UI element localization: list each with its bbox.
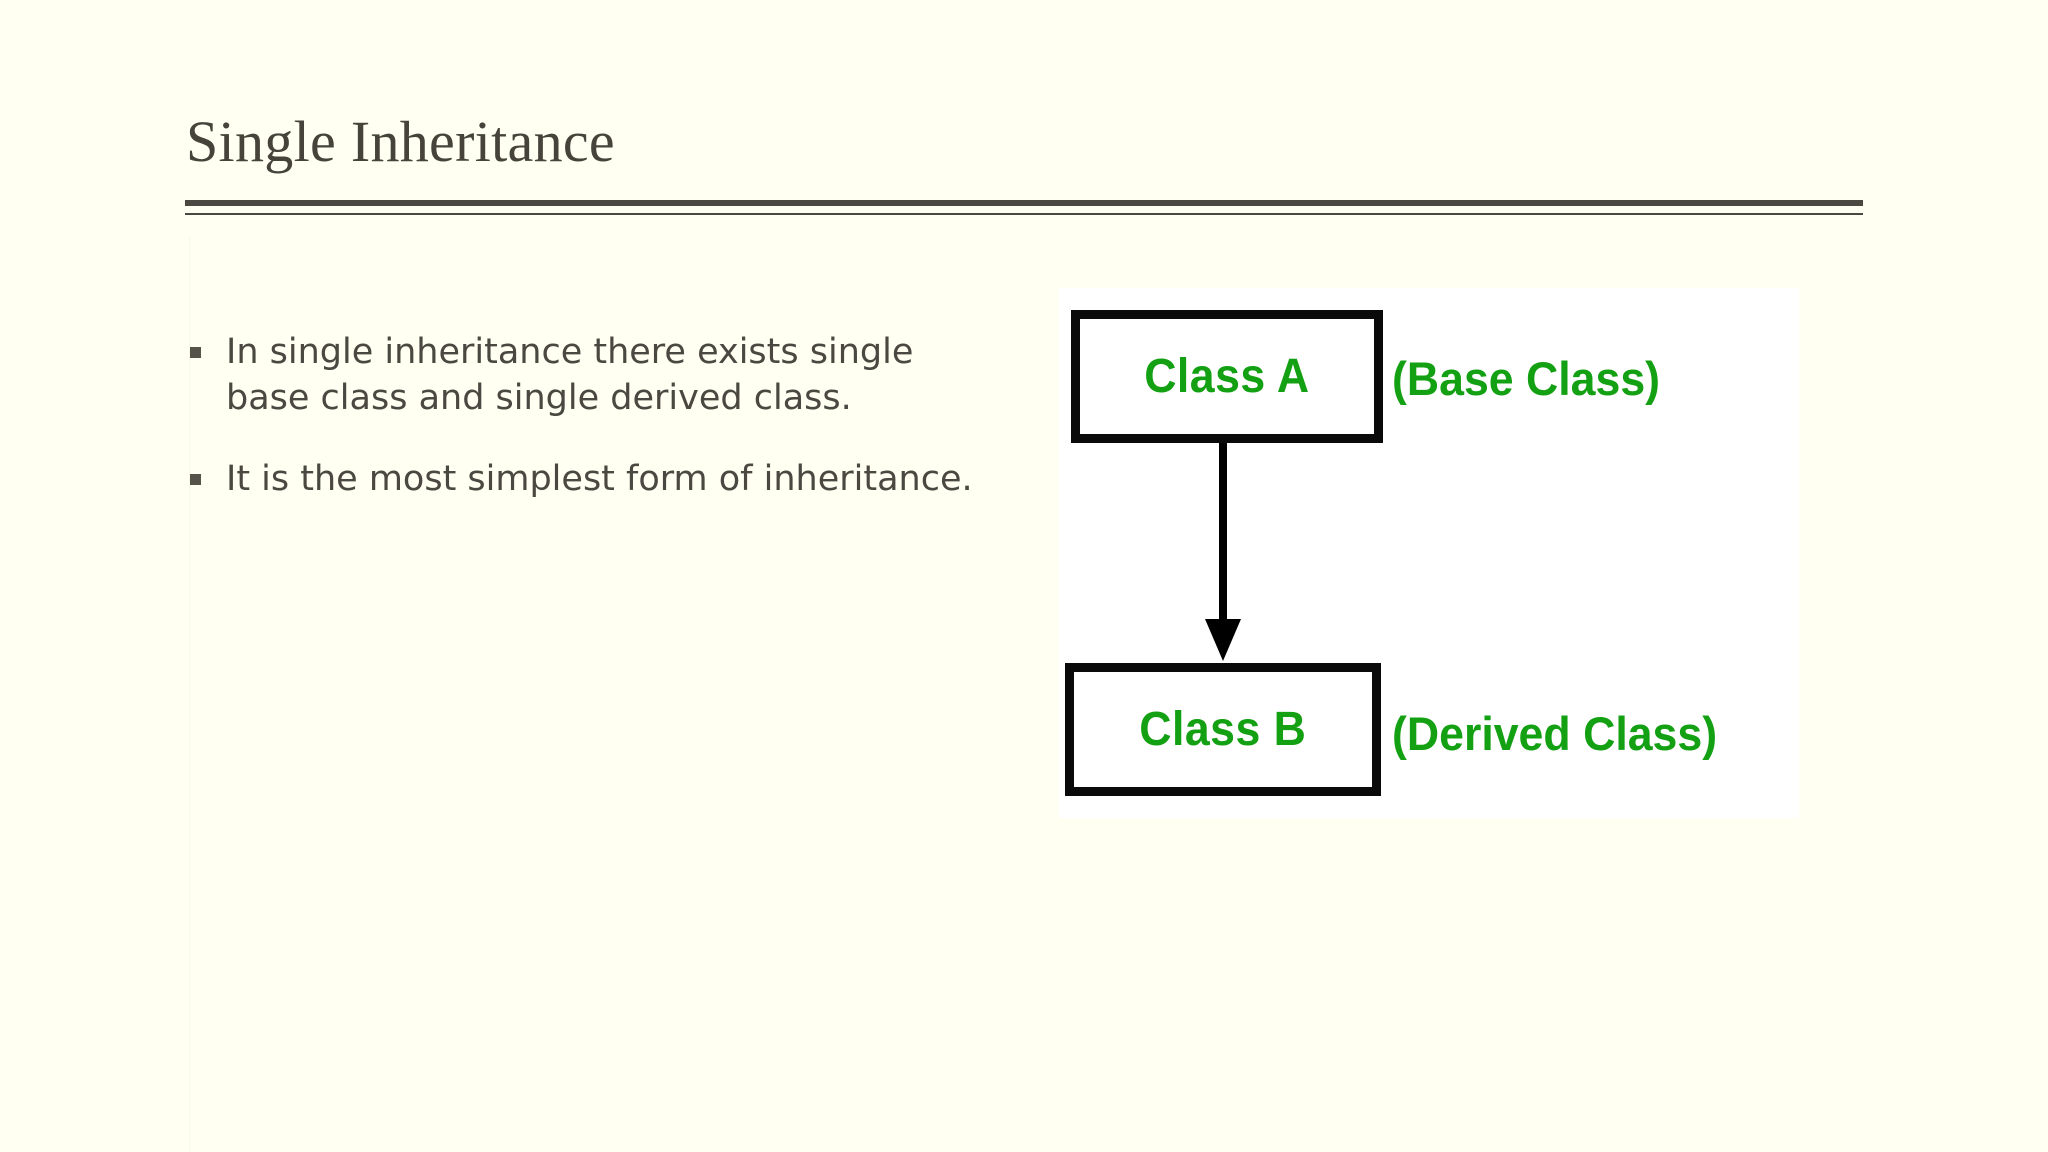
title-divider-thick — [185, 200, 1863, 206]
square-bullet-icon — [190, 474, 201, 485]
class-box-derived: Class B — [1065, 663, 1381, 796]
list-item-text: It is the most simplest form of inherita… — [226, 459, 973, 499]
square-bullet-icon — [190, 347, 201, 358]
content-area-edge — [189, 236, 190, 1152]
derived-class-annotation: (Derived Class) — [1392, 707, 1718, 760]
page-title: Single Inheritance — [186, 109, 615, 174]
inheritance-diagram: Class A (Base Class) Class B (Derived Cl… — [1059, 288, 1799, 818]
title-divider-thin — [185, 213, 1863, 215]
list-item-text: In single inheritance there exists singl… — [226, 332, 914, 418]
bullet-list: In single inheritance there exists singl… — [186, 330, 976, 539]
class-box-base-label: Class A — [1144, 350, 1310, 403]
base-class-annotation: (Base Class) — [1392, 352, 1661, 405]
list-item: It is the most simplest form of inherita… — [186, 457, 976, 503]
down-arrow-icon — [1205, 443, 1241, 661]
list-item: In single inheritance there exists singl… — [186, 330, 976, 421]
class-box-base: Class A — [1071, 310, 1383, 443]
class-box-derived-label: Class B — [1139, 703, 1307, 756]
